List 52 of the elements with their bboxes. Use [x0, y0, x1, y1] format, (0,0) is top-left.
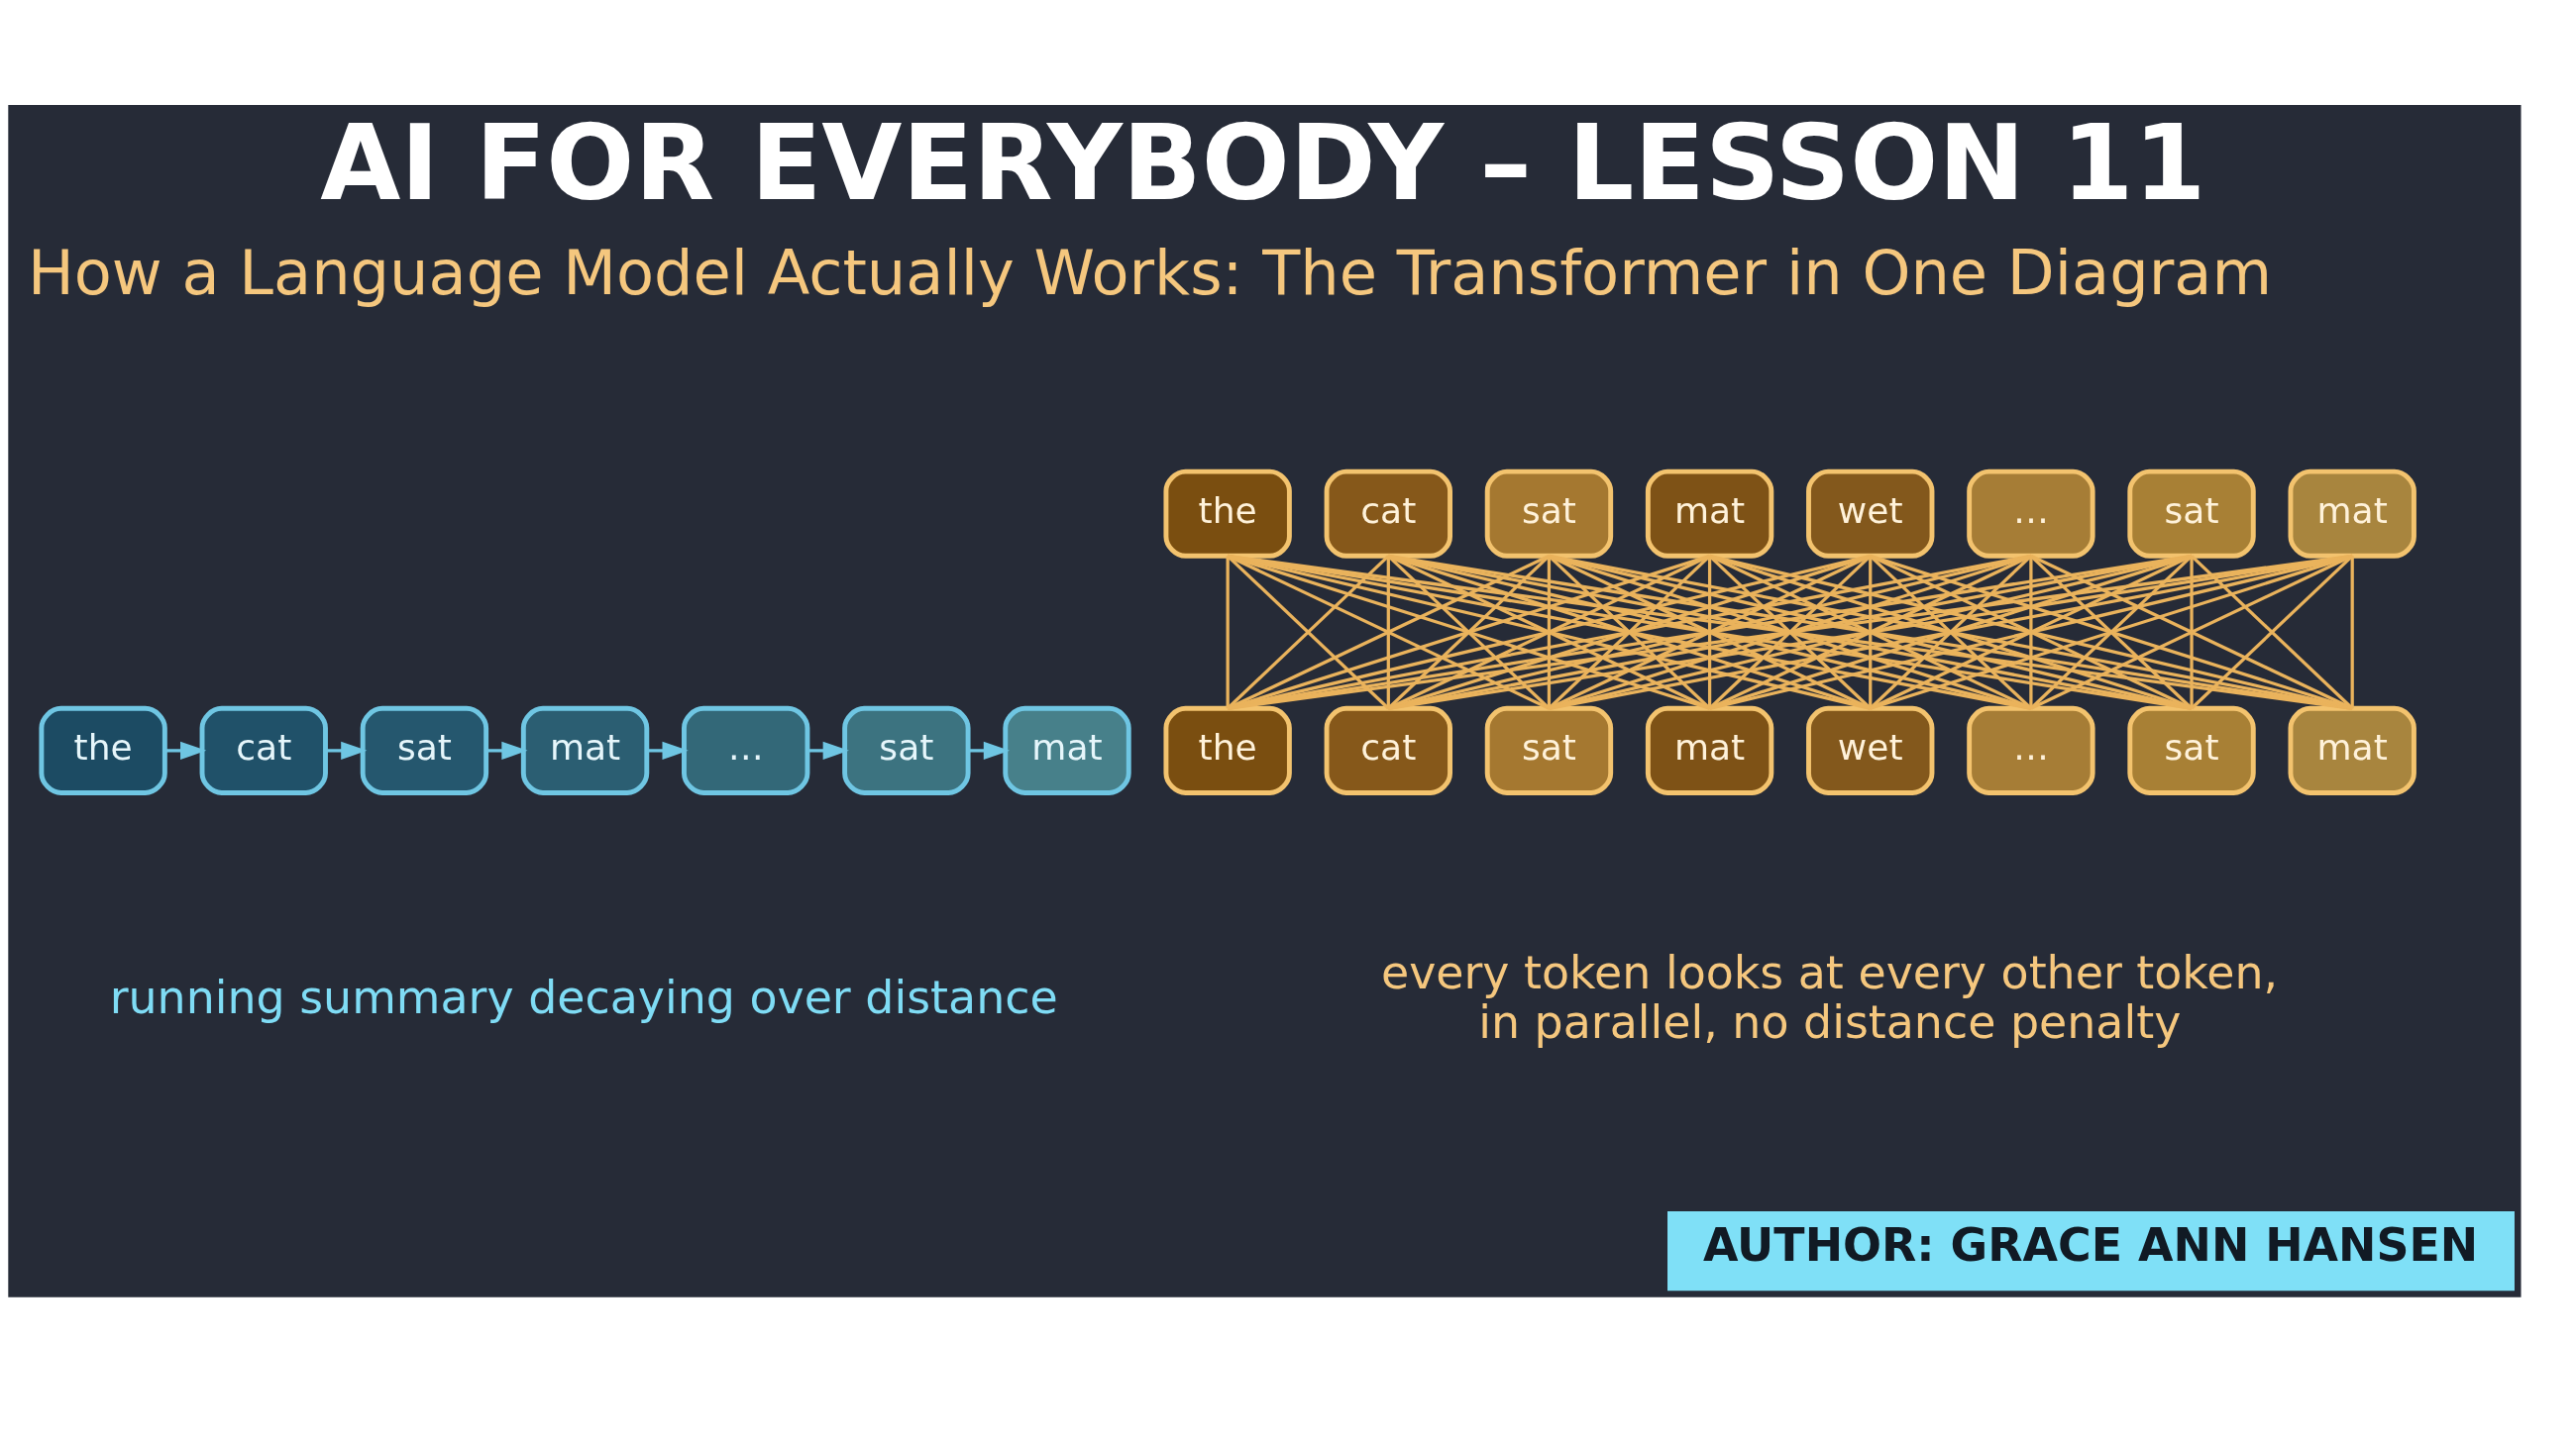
node-box: cat: [199, 705, 328, 795]
node-box: mat: [1645, 705, 1774, 795]
node-box: mat: [520, 705, 650, 795]
node-box: sat: [2127, 705, 2256, 795]
connector: [1869, 556, 1873, 709]
arrow: [164, 741, 207, 761]
node-box: wet: [1806, 705, 1935, 795]
connector: [1227, 555, 1390, 710]
connector: [1227, 554, 1872, 710]
connector: [1549, 554, 2353, 710]
label: How a Language Model Actually Works: The Transformer in One Diagram: [27, 236, 2273, 309]
arrow: [647, 741, 689, 761]
node-box: cat: [1324, 468, 1452, 559]
node-box: mat: [2288, 468, 2416, 559]
connector: [1227, 554, 1551, 710]
diagram-title: AI FOR EVERYBODY – LESSON 11: [320, 103, 2206, 225]
connector: [1870, 554, 2353, 710]
connector: [1227, 554, 1711, 710]
connector: [1226, 556, 1230, 709]
label: every token looks at every other token, in parallel, no distance penalty: [1380, 945, 2279, 1050]
node-box: mat: [1645, 468, 1774, 559]
node-box: wet: [1806, 468, 1935, 559]
connector: [2350, 556, 2354, 709]
node-box: cat: [1324, 705, 1452, 795]
node-box: mat: [2288, 705, 2416, 795]
node-box: sat: [1484, 468, 1614, 559]
node-box: the: [1163, 468, 1292, 559]
arrow: [968, 741, 1011, 761]
node-box: the: [39, 705, 167, 795]
label: AUTHOR: GRACE ANN HANSEN: [1703, 1217, 2479, 1272]
node-box: …: [682, 705, 810, 795]
connector: [2029, 556, 2033, 709]
connector: [1227, 554, 2032, 710]
node-box: …: [1967, 705, 2095, 795]
node-box: sat: [360, 705, 489, 795]
node-box: mat: [1003, 705, 1131, 795]
connector: [2190, 556, 2194, 709]
node-box: the: [1163, 705, 1292, 795]
connector: [1386, 556, 1390, 709]
node-box: sat: [2127, 468, 2256, 559]
arrow: [807, 741, 849, 761]
arrow: [486, 741, 528, 761]
connector: [1707, 556, 1712, 709]
arrow: [326, 741, 368, 761]
node-box: sat: [842, 705, 971, 795]
connector: [1547, 556, 1552, 709]
node-box: sat: [1484, 705, 1614, 795]
node-box: …: [1967, 468, 2095, 559]
connector: [1709, 554, 2353, 710]
connector: [2190, 555, 2354, 710]
label: running summary decaying over distance: [109, 971, 1058, 1025]
connector: [2030, 554, 2353, 710]
